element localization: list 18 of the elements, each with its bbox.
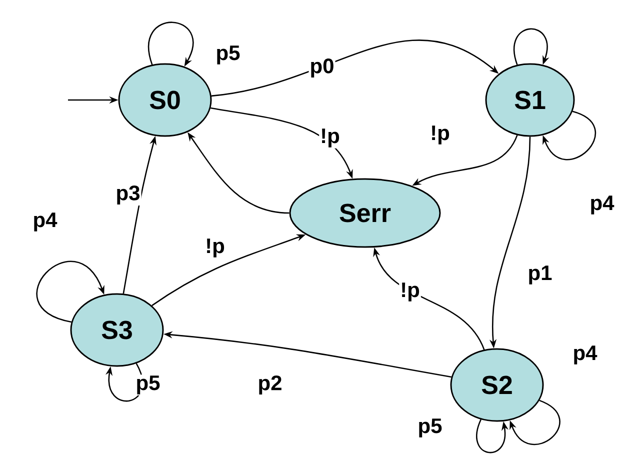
edge-label: p1 (526, 264, 554, 286)
edge-label: p2 (256, 374, 284, 396)
edge-label: p3 (114, 184, 142, 206)
arrow (36, 261, 104, 323)
arrow (542, 110, 596, 160)
arrow (514, 28, 550, 65)
edge-label: p0 (308, 57, 336, 78)
edge-label: !p (429, 124, 451, 146)
edge-label: !p (204, 238, 226, 258)
edge-label: p4 (572, 344, 598, 366)
arrow (510, 400, 560, 445)
edge-label: p5 (416, 418, 444, 438)
edge-label: !p (399, 282, 421, 302)
edge-label: !p (319, 128, 341, 148)
edge-label: p5 (134, 374, 162, 396)
edge-label: p4 (588, 194, 616, 216)
edge-label: p4 (32, 212, 58, 232)
edge-label: p5 (214, 44, 242, 66)
